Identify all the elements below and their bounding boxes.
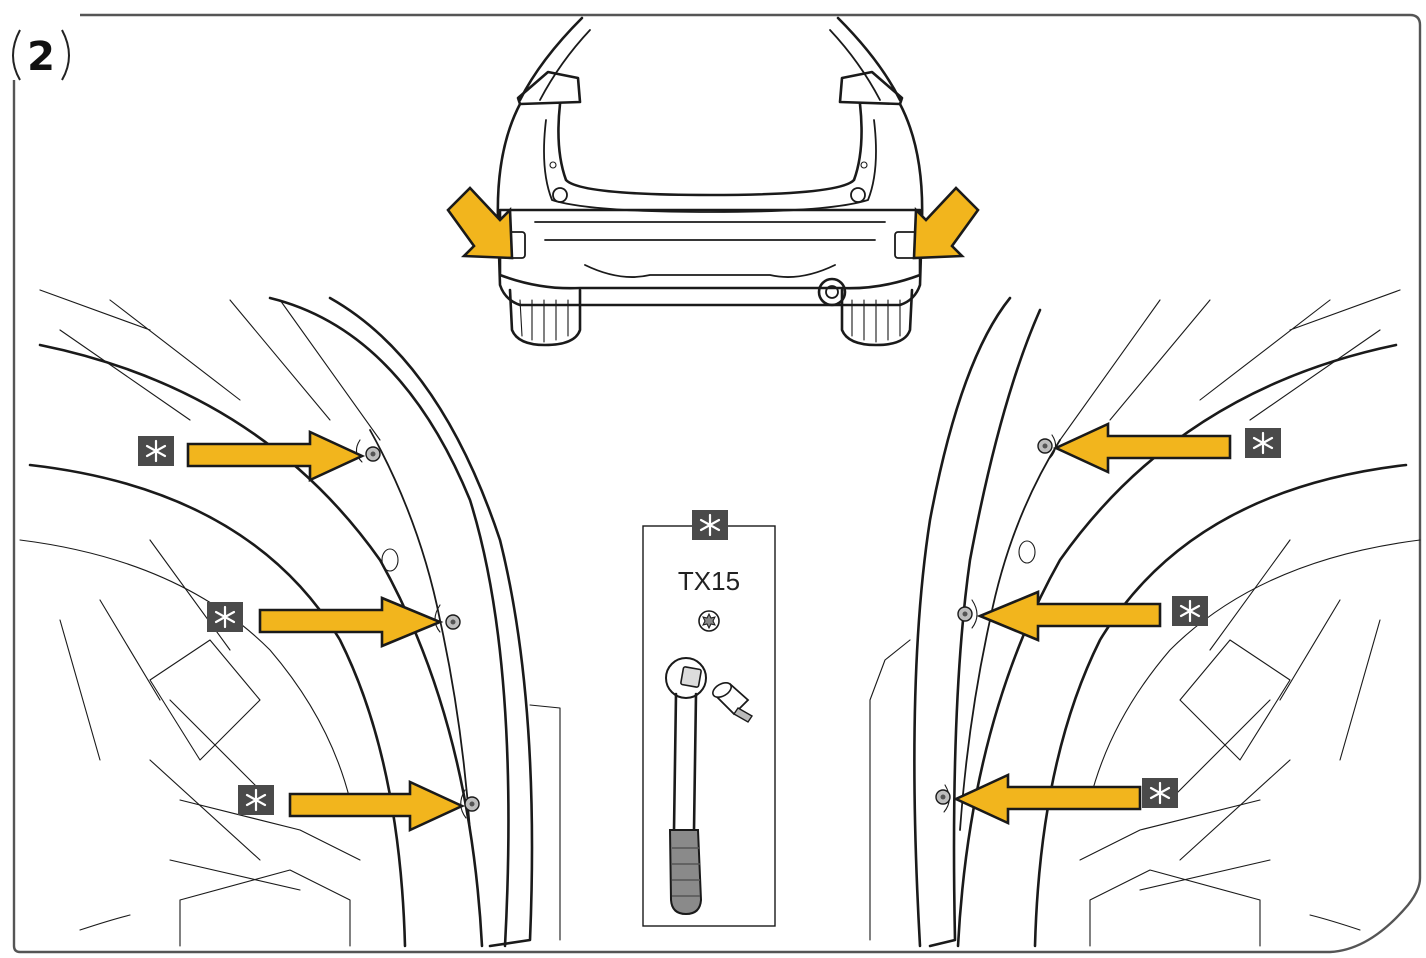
asterisk-icon — [1245, 428, 1281, 458]
screw-left-upper — [365, 446, 381, 462]
arrow-left-upper — [186, 429, 366, 483]
asterisk-icon — [1172, 596, 1208, 626]
car-arrow-right — [912, 186, 980, 260]
torx-socket-icon — [712, 681, 753, 723]
screw-right-lower — [935, 789, 951, 805]
torx-bit-icon — [698, 610, 720, 632]
ratchet-wrench-icon — [665, 657, 707, 916]
arrow-left-lower — [288, 779, 466, 833]
asterisk-icon — [692, 510, 728, 540]
diagram-frame — [12, 13, 1422, 954]
asterisk-icon — [238, 785, 274, 815]
car-rear-view — [496, 16, 924, 347]
arrow-right-lower — [952, 772, 1142, 826]
asterisk-icon — [1142, 778, 1178, 808]
screw-right-middle — [957, 606, 973, 622]
screw-left-middle — [445, 614, 461, 630]
arrow-left-middle — [258, 596, 444, 648]
asterisk-icon — [138, 436, 174, 466]
car-arrow-left — [446, 186, 514, 260]
screw-right-upper — [1037, 438, 1053, 454]
asterisk-icon — [207, 602, 243, 632]
arrow-right-upper — [1052, 421, 1232, 475]
right-wheel-arch — [869, 289, 1421, 948]
step-number: 2 — [27, 34, 55, 80]
left-wheel-arch — [19, 289, 561, 948]
tool-label: TX15 — [678, 566, 740, 596]
step-badge: 2 — [12, 29, 70, 81]
screw-left-lower — [464, 796, 480, 812]
arrow-right-middle — [976, 590, 1162, 642]
tool-panel: TX15 — [642, 510, 776, 927]
